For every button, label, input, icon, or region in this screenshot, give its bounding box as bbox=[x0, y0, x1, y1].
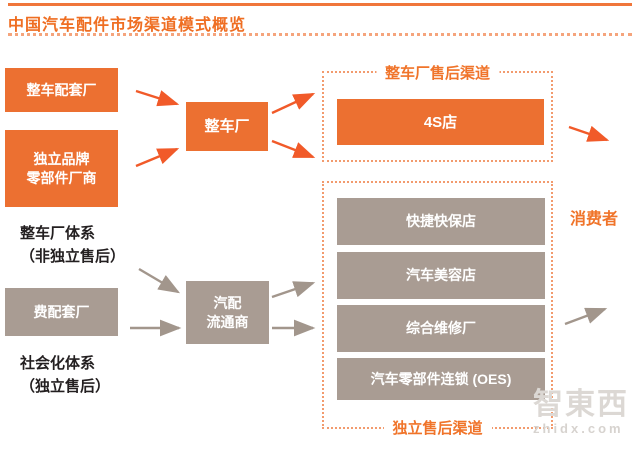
arrow-independent-brand-to-vehicle-maker bbox=[135, 147, 180, 168]
node-independent-brand-parts-maker: 独立品牌 零部件厂商 bbox=[5, 130, 118, 207]
node-parts-distributor: 汽配 流通商 bbox=[186, 281, 269, 344]
independent-aftersales-channel-label: 独立售后渠道 bbox=[383, 417, 492, 438]
zhidx-domain: zhidx.com bbox=[533, 421, 624, 436]
header-top-rule bbox=[8, 3, 632, 6]
consumer-label: 消费者 bbox=[570, 211, 619, 228]
arrow-oem-parts-to-vehicle-maker bbox=[135, 89, 180, 107]
page-title: 中国汽车配件市场渠道模式概览 bbox=[8, 17, 247, 34]
node-4s-store: 4S店 bbox=[337, 99, 544, 145]
node-quick-service-store: 快捷快保店 bbox=[337, 198, 545, 245]
node-car-beauty-store: 汽车美容店 bbox=[337, 252, 545, 299]
arrow-distributor-to-independent-channel-top bbox=[271, 281, 316, 299]
node-general-repair-shop: 综合维修厂 bbox=[337, 305, 545, 352]
independent-aftersales-channel-container: 独立售后渠道 快捷快保店 汽车美容店 综合维修厂 汽车零部件连锁 (OES) bbox=[322, 181, 553, 438]
arrow-independent-channel-to-consumer bbox=[564, 307, 608, 326]
node-auto-parts-chain-oes: 汽车零部件连锁 (OES) bbox=[337, 358, 545, 400]
label-oem-system: 整车厂体系 （非独立售后） bbox=[20, 225, 126, 265]
node-oem-parts-factory: 整车配套厂 bbox=[5, 68, 118, 112]
oem-aftersales-channel-label: 整车厂售后渠道 bbox=[375, 62, 500, 83]
arrow-oem-system-to-distributor bbox=[138, 267, 181, 294]
label-social-system: 社会化体系 （独立售后） bbox=[20, 355, 111, 395]
node-vehicle-maker: 整车厂 bbox=[186, 102, 268, 151]
header-dotted-rule bbox=[8, 33, 632, 36]
arrow-oem-channel-to-consumer bbox=[568, 125, 610, 142]
oem-aftersales-channel-container: 整车厂售后渠道 4S店 bbox=[322, 62, 553, 162]
node-feipeitao-factory: 费配套厂 bbox=[5, 288, 118, 336]
zhidx-logo: 智東西 bbox=[533, 388, 629, 421]
arrow-vehicle-maker-to-oem-channel-top bbox=[271, 92, 316, 115]
arrow-vehicle-maker-to-oem-channel-bottom bbox=[271, 139, 316, 159]
zhidx-watermark: 智東西 zhidx.com bbox=[533, 388, 629, 436]
